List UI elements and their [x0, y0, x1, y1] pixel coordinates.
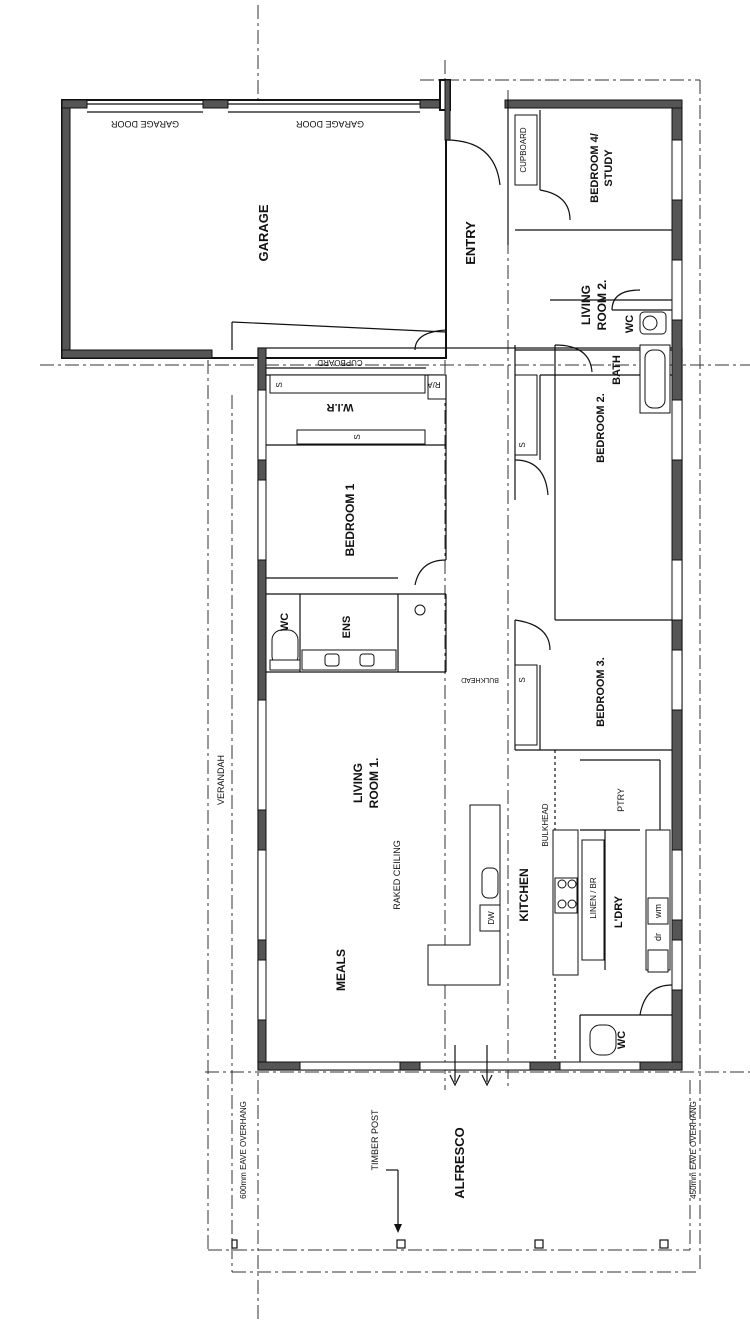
wc-ens-label: WC	[279, 613, 291, 631]
ens-label: ENS	[341, 616, 353, 639]
garage-label: GARAGE	[256, 204, 271, 261]
alfresco-block	[231, 1045, 669, 1249]
dw-label: DW	[487, 911, 496, 925]
living1-label-b: ROOM 1.	[367, 758, 381, 809]
dr-label: dr	[653, 933, 663, 941]
setout-lines	[40, 5, 750, 1320]
house-walls	[231, 99, 683, 1071]
eave-450-label: 450mm EAVE OVERHANG	[689, 1101, 698, 1199]
verandah-label: VERANDAH	[216, 755, 226, 805]
shelf-s-3: S	[518, 442, 527, 447]
alfresco-label: ALFRESCO	[452, 1127, 467, 1199]
cupboard-entry-label: CUPBOARD	[519, 127, 528, 173]
meals-label: MEALS	[334, 949, 348, 991]
living1-label: LIVING	[351, 763, 365, 803]
raked-ceiling-label: RAKED CEILING	[392, 840, 402, 910]
bedroom1-label: BEDROOM 1	[343, 483, 357, 556]
wc-bed-label: WC	[624, 315, 636, 333]
shelf-s-2: S	[353, 434, 362, 439]
ra-label: R/A	[427, 380, 441, 389]
ptry-label: PTRY	[616, 788, 626, 812]
eave-600-label: 600mm EAVE OVERHANG	[239, 1101, 248, 1199]
garage-door-label-1: GARAGE DOOR	[110, 119, 179, 129]
bedroom4-label: BEDROOM 4/	[589, 133, 601, 203]
cupboard-hall-label: CUPBOARD	[317, 358, 363, 367]
wir-label: W.I.R	[327, 401, 354, 413]
garage-block	[61, 79, 451, 359]
wm-label: wm	[653, 904, 663, 919]
laundry-label: L'DRY	[613, 895, 625, 928]
bedroom2-label: BEDROOM 2.	[595, 393, 607, 463]
entry-label: ENTRY	[463, 221, 478, 265]
wc-ldry-label: WC	[616, 1031, 628, 1049]
living2-label-b: ROOM 2.	[595, 280, 609, 331]
bulkhead-label-2: BULKHEAD	[541, 803, 550, 846]
shelf-s-1: S	[275, 382, 284, 387]
living2-label: LIVING	[579, 285, 593, 325]
garage-door-label-2: GARAGE DOOR	[295, 119, 364, 129]
bath-label: BATH	[611, 355, 623, 385]
linen-label: LINEN / BR	[589, 877, 598, 919]
bedroom4-label-b: STUDY	[603, 149, 615, 187]
shelf-s-4: S	[518, 677, 527, 682]
bulkhead-label-1: BULKHEAD	[461, 676, 499, 683]
bedroom3-label: BEDROOM 3.	[595, 657, 607, 727]
timber-post-label: TIMBER POST	[370, 1109, 380, 1171]
kitchen-label: KITCHEN	[517, 868, 531, 921]
